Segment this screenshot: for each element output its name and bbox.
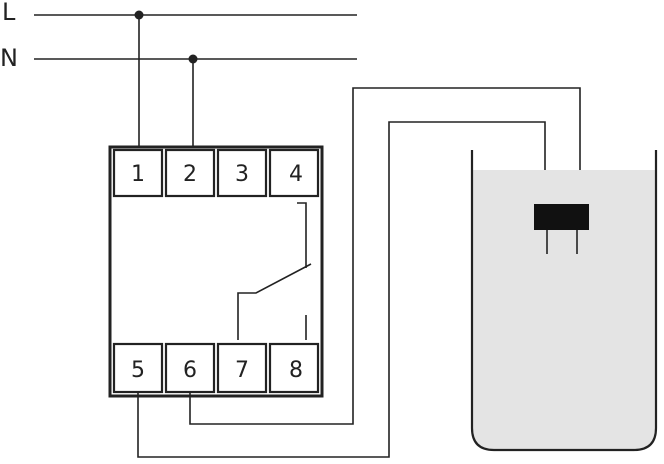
terminal-box-2 — [164, 148, 216, 198]
terminal-box-3 — [216, 148, 268, 198]
probe-wire-from-terminal-5 — [137, 121, 546, 458]
level-probe — [534, 204, 589, 254]
terminal-label-3: 3 — [235, 162, 249, 187]
terminal-box-4 — [268, 148, 320, 198]
relay-contact-symbol — [237, 202, 312, 340]
terminal-label-8: 8 — [289, 358, 303, 383]
terminal-label-2: 2 — [183, 162, 197, 187]
liquid-fill — [472, 170, 656, 450]
relay-module — [108, 145, 324, 398]
terminal-box-1 — [112, 148, 164, 198]
terminal-row-bottom: 5 6 7 8 — [112, 342, 320, 394]
line-label-l: L — [2, 0, 16, 26]
probe-head — [534, 204, 589, 230]
terminal-label-6: 6 — [183, 358, 197, 383]
terminal-box-8 — [268, 342, 320, 394]
terminal-label-5: 5 — [131, 358, 145, 383]
line-label-n: N — [0, 44, 18, 72]
tank-outline — [470, 150, 658, 452]
contact-7-lever — [237, 263, 312, 340]
terminal-label-7: 7 — [235, 358, 249, 383]
probe-wire-from-terminal-6 — [189, 87, 581, 425]
liquid-tank — [470, 150, 658, 452]
terminal-label-1: 1 — [131, 162, 145, 187]
terminal-label-4: 4 — [289, 162, 303, 187]
contact-4-lead — [297, 202, 307, 268]
terminal-row-top: 1 2 3 4 — [112, 148, 320, 198]
terminal-box-7 — [216, 342, 268, 394]
